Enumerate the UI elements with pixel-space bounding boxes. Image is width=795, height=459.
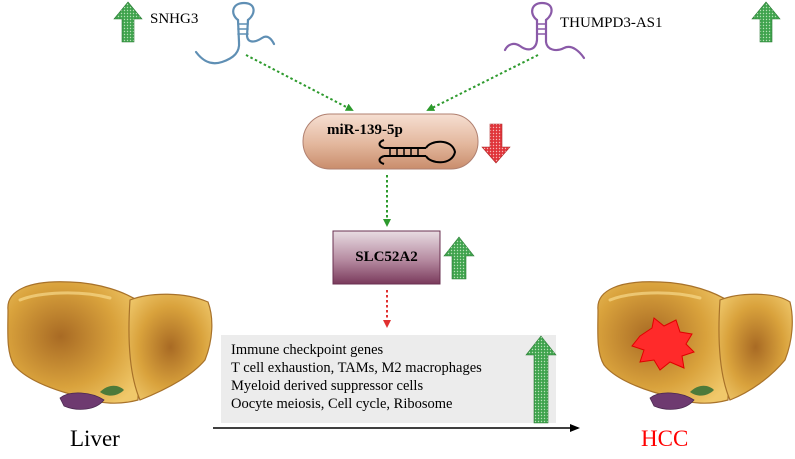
- edge-thumpd3-to-mir: [426, 54, 539, 111]
- slc-up-arrow-icon: [443, 236, 475, 280]
- slc-node: [332, 230, 441, 285]
- mir-hairpin-icon: [378, 139, 457, 165]
- mir-node: [302, 113, 479, 170]
- hcc-liver-illustration: [597, 281, 793, 410]
- pathway-item: Immune checkpoint genes: [231, 342, 384, 358]
- thumpd3-up-arrow-icon: [751, 1, 781, 43]
- liver-illustration: [7, 281, 213, 410]
- pathway-item: Myeloid derived suppressor cells: [231, 378, 424, 394]
- pathways-up-arrow-icon: [525, 335, 557, 424]
- snhg3-rna-icon: [194, 1, 276, 65]
- pathway-item: T cell exhaustion, TAMs, M2 macrophages: [231, 360, 482, 376]
- pathway-item: Oocyte meiosis, Cell cycle, Ribosome: [231, 396, 453, 412]
- tumor-mass-icon: [631, 317, 695, 371]
- edge-snhg3-to-mir: [245, 54, 354, 111]
- mir-label: miR-139-5p: [327, 122, 403, 138]
- thumpd3-label: THUMPD3-AS1: [560, 15, 663, 31]
- snhg3-label: SNHG3: [150, 11, 199, 27]
- pathways-box: [221, 335, 556, 423]
- snhg3-up-arrow-icon: [113, 1, 143, 43]
- mir-down-arrow-icon: [481, 123, 511, 164]
- liver-label: Liver: [70, 426, 120, 451]
- slc-label: SLC52A2: [355, 249, 418, 265]
- thumpd3-rna-icon: [503, 1, 586, 60]
- hcc-label: HCC: [641, 426, 689, 451]
